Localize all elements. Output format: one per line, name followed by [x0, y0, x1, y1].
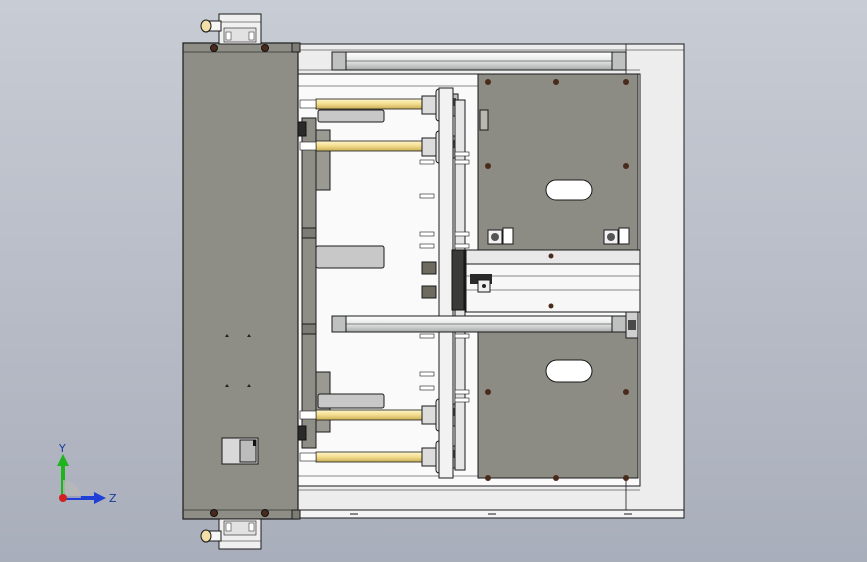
plate-bolt [623, 389, 629, 395]
left-bracket-inner [315, 129, 331, 191]
sensor-block [421, 261, 437, 275]
z-axis-arrow [94, 492, 106, 504]
x-axis-dot [59, 494, 67, 502]
y-axis-arrow [57, 454, 69, 466]
plate-bolt [623, 79, 629, 85]
housing-hole [225, 384, 229, 387]
guide-rod-4[interactable] [299, 451, 425, 463]
plate-bolt [485, 163, 491, 169]
plate-bolt [485, 79, 491, 85]
right-plate-lower[interactable] [477, 329, 639, 479]
plate-bolt [553, 475, 559, 481]
guide-rod-1[interactable] [299, 98, 425, 110]
middle-slide-cylinder[interactable] [331, 311, 639, 339]
coordinate-triad: Y Z [57, 442, 117, 505]
carriage-bolt [548, 303, 554, 309]
left-bracket-clip [297, 121, 307, 137]
plate-pad [479, 109, 489, 131]
plate-bolt [485, 389, 491, 395]
top-slide-end-cap [331, 51, 347, 71]
sensor-pins-upper [419, 151, 470, 249]
left-vertical-bracket[interactable] [301, 117, 317, 449]
z-axis-label: Z [109, 492, 117, 505]
plate-bolt [485, 475, 491, 481]
housing-top-lip [291, 42, 301, 53]
pneumatic-fitting[interactable] [603, 227, 630, 245]
right-plate-upper[interactable] [477, 73, 639, 251]
housing-hole [225, 334, 229, 337]
carriage-connector [470, 274, 492, 284]
xy-plane-quadrant [63, 480, 81, 498]
guide-rod-3[interactable] [299, 409, 425, 421]
carriage-bolt [548, 253, 554, 259]
carriage-connector-pin [482, 284, 486, 288]
top-motor[interactable] [200, 13, 262, 45]
sensor-pins-lower [419, 333, 470, 403]
housing-hole [247, 334, 251, 337]
center-vertical-bar[interactable] [438, 87, 454, 479]
connector-socket [239, 439, 257, 463]
y-axis-label: Y [58, 442, 66, 455]
plate-bolt [623, 475, 629, 481]
top-slide-end-cap [611, 51, 627, 71]
gray-pad [317, 109, 385, 123]
sensor-block [451, 249, 465, 311]
gray-pad [317, 393, 385, 409]
housing-hole [247, 384, 251, 387]
housing-bolt [210, 44, 218, 52]
plate-bolt [553, 79, 559, 85]
pneumatic-fitting[interactable] [487, 227, 514, 245]
plate-bolt [623, 163, 629, 169]
connector-pin [253, 440, 256, 446]
housing-bottom-lip [291, 509, 301, 520]
bottom-motor[interactable] [200, 518, 262, 550]
guide-rod-2[interactable] [299, 140, 425, 152]
gray-pad [315, 245, 385, 269]
left-bracket-tab [301, 323, 317, 335]
housing-bolt [261, 44, 269, 52]
left-bracket-tab [301, 227, 317, 239]
left-bracket-clip [297, 425, 307, 441]
slot-hole [545, 359, 593, 383]
sensor-block [421, 285, 437, 299]
housing-bolt [261, 509, 269, 517]
slot-hole [545, 179, 593, 201]
housing-bolt [210, 509, 218, 517]
